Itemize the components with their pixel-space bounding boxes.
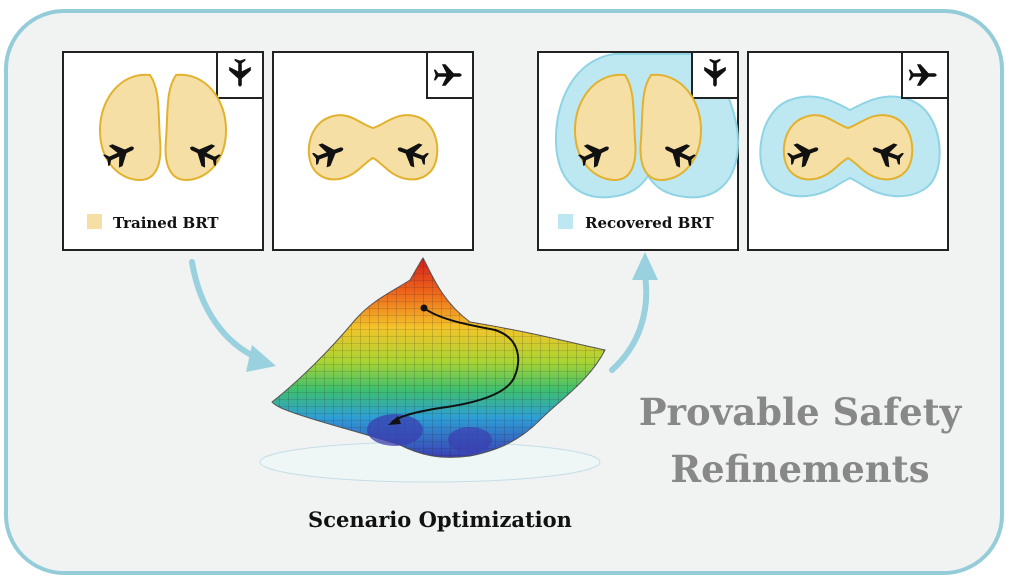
panel-recovered-top: Recovered BRT — [537, 51, 740, 251]
trained-brt-merged-region — [307, 114, 439, 181]
loss-surface-icon — [259, 257, 606, 483]
legend-recovered-label: Recovered BRT — [585, 214, 714, 232]
trained-brt-right-lobe — [164, 73, 228, 182]
caption-scenario-optimization: Scenario Optimization — [308, 507, 572, 532]
descent-path — [391, 307, 520, 423]
arrow-head-left — [246, 345, 276, 372]
panel-trained-side — [272, 51, 474, 251]
recovered-brt-swatch — [558, 214, 573, 229]
tagline-line2: Refinements — [670, 447, 929, 491]
trained-brt-left-lobe — [98, 73, 162, 182]
trained-brt-swatch — [87, 214, 102, 229]
recovered-panel-merged-region — [782, 114, 914, 181]
panel-trained-top: Trained BRT — [62, 51, 264, 251]
legend-trained-label: Trained BRT — [113, 214, 219, 232]
panel-recovered-side — [747, 51, 949, 251]
recovered-panel-left-lobe — [573, 73, 637, 182]
tagline-line1: Provable Safety — [639, 390, 963, 434]
recovered-panel-right-lobe — [639, 73, 703, 182]
arrow-head-right — [632, 252, 658, 280]
arrow-from-optimization — [609, 272, 650, 373]
